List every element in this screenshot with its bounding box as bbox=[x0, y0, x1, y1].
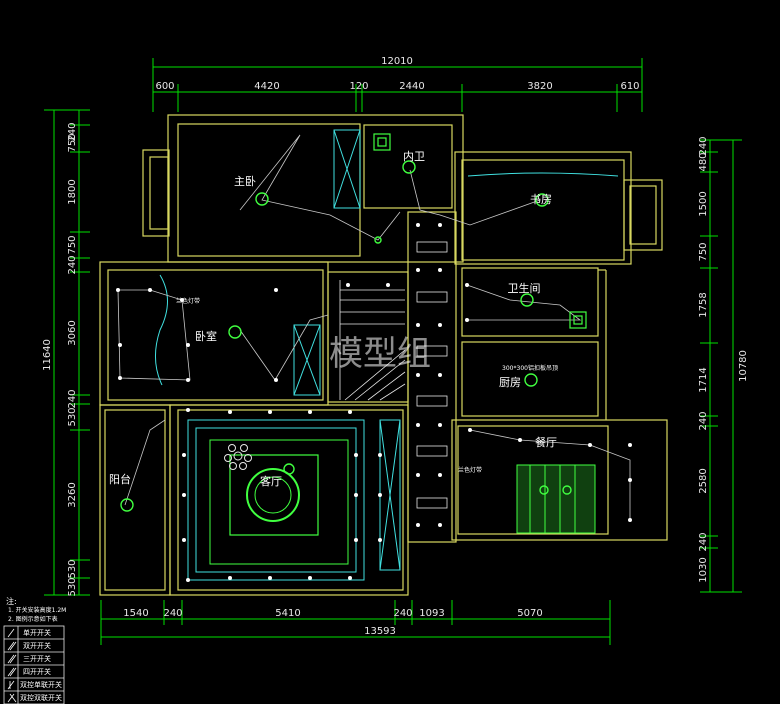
dim-left-seg: 240 bbox=[67, 389, 78, 408]
dim-left-seg: 530 bbox=[67, 407, 78, 426]
ceiling-light bbox=[539, 485, 549, 495]
dim-right-seg: 240 bbox=[698, 136, 709, 155]
dim-right-seg: 1758 bbox=[698, 292, 709, 317]
exhaust-fans bbox=[373, 133, 587, 329]
dim-left-seg: 530 bbox=[67, 559, 78, 578]
dim-bottom-seg: 5070 bbox=[517, 608, 542, 619]
room-label-bedroom: 卧室 bbox=[195, 329, 217, 343]
dim-right-seg: 750 bbox=[698, 242, 709, 261]
dim-right-seg: 1030 bbox=[698, 557, 709, 582]
room-label-ensuite: 内卫 bbox=[403, 149, 425, 163]
dim-left-seg: 3260 bbox=[67, 482, 78, 507]
dim-top-seg: 610 bbox=[620, 81, 639, 92]
room-label-master-bedroom: 主卧 bbox=[234, 175, 256, 188]
legend-label: 三开开关 bbox=[23, 654, 51, 663]
dim-bottom-total: 13593 bbox=[364, 626, 396, 637]
notes-line-2: 2. 图例示意如下表 bbox=[8, 615, 58, 623]
legend-label: 双控双联开关 bbox=[20, 693, 62, 702]
room-label-bathroom: 卫生间 bbox=[508, 281, 541, 295]
left-dimensions bbox=[44, 109, 90, 596]
wiring bbox=[117, 134, 631, 520]
dim-right-seg: 2580 bbox=[698, 468, 709, 493]
dim-left-total: 11640 bbox=[42, 339, 53, 371]
room-label-study: 书房 bbox=[530, 193, 552, 206]
dim-left-seg: 750 bbox=[67, 235, 78, 254]
walls bbox=[99, 114, 668, 596]
dim-bottom-seg: 5410 bbox=[275, 608, 300, 619]
ceiling-light bbox=[228, 325, 242, 339]
dim-bottom-seg: 240 bbox=[393, 608, 412, 619]
right-dimensions bbox=[700, 139, 742, 593]
light-strip-label: 兰色灯带 bbox=[458, 466, 482, 474]
legend-label: 单开开关 bbox=[23, 628, 51, 637]
living-ceiling bbox=[187, 419, 365, 581]
dim-bottom-seg: 1540 bbox=[123, 608, 148, 619]
dim-top-total: 12010 bbox=[381, 56, 413, 67]
room-label-kitchen: 厨房 bbox=[499, 376, 521, 389]
dim-left-seg: 530 bbox=[67, 577, 78, 596]
dim-right-total: 10780 bbox=[738, 350, 749, 382]
dim-left-seg: 240 bbox=[67, 122, 78, 141]
legend-label: 双开开关 bbox=[23, 641, 51, 650]
corridor-tiles bbox=[416, 241, 448, 509]
light-strip-label: 兰色灯带 bbox=[176, 297, 200, 305]
notes-line-1: 1. 开关安装高度1.2M bbox=[8, 606, 66, 614]
stair bbox=[339, 280, 406, 401]
dining-panel bbox=[516, 464, 596, 534]
dim-top-seg: 4420 bbox=[254, 81, 279, 92]
ceiling-light bbox=[520, 293, 534, 307]
dim-top-seg: 120 bbox=[349, 81, 368, 92]
dim-right-seg: 1714 bbox=[698, 367, 709, 392]
dim-top-seg: 600 bbox=[155, 81, 174, 92]
bottom-dimensions bbox=[100, 600, 611, 645]
left-dimension-labels: 240 750 1800 750 240 3060 240 530 3260 5… bbox=[42, 122, 78, 596]
notes-title: 注: bbox=[6, 596, 17, 606]
ceiling-light bbox=[535, 193, 549, 207]
ceiling-light bbox=[374, 236, 382, 244]
dim-left-seg: 750 bbox=[67, 133, 78, 152]
room-label-balcony: 阳台 bbox=[109, 472, 131, 486]
dim-top-seg: 3820 bbox=[527, 81, 552, 92]
dim-right-seg: 240 bbox=[698, 532, 709, 551]
ceiling-light bbox=[562, 485, 572, 495]
ceiling-light bbox=[120, 498, 134, 512]
top-dimensions bbox=[152, 58, 643, 112]
dim-top-seg: 2440 bbox=[399, 81, 424, 92]
ceiling-light bbox=[402, 160, 416, 174]
right-dimension-labels: 240 480 1500 750 1758 1714 240 2580 240 … bbox=[698, 136, 749, 582]
dim-bottom-seg: 240 bbox=[163, 608, 182, 619]
ceiling-lights bbox=[120, 160, 572, 512]
ceiling-light bbox=[283, 463, 295, 475]
dim-left-seg: 240 bbox=[67, 255, 78, 274]
watermark: 模型组 bbox=[329, 334, 431, 374]
legend-label: 双控单联开关 bbox=[20, 680, 62, 689]
dim-right-seg: 240 bbox=[698, 411, 709, 430]
dim-bottom-seg: 1093 bbox=[419, 608, 444, 619]
dim-right-seg: 480 bbox=[698, 152, 709, 171]
downlights bbox=[116, 223, 632, 582]
legend-switch-icons bbox=[7, 628, 17, 703]
legend-label: 四开开关 bbox=[23, 667, 51, 676]
room-label-living: 客厅 bbox=[260, 474, 282, 488]
room-label-dining: 餐厅 bbox=[535, 435, 557, 449]
legend-table bbox=[3, 625, 65, 704]
chandelier-icon bbox=[224, 444, 252, 470]
dim-left-seg: 1800 bbox=[67, 179, 78, 204]
dim-left-seg: 3060 bbox=[67, 320, 78, 345]
ceiling-light bbox=[255, 192, 269, 206]
cyan-details bbox=[155, 129, 619, 571]
kitchen-ceiling-note: 300*300铝扣板吊顶 bbox=[502, 364, 558, 372]
dim-right-seg: 1500 bbox=[698, 191, 709, 216]
ceiling-light bbox=[524, 373, 538, 387]
